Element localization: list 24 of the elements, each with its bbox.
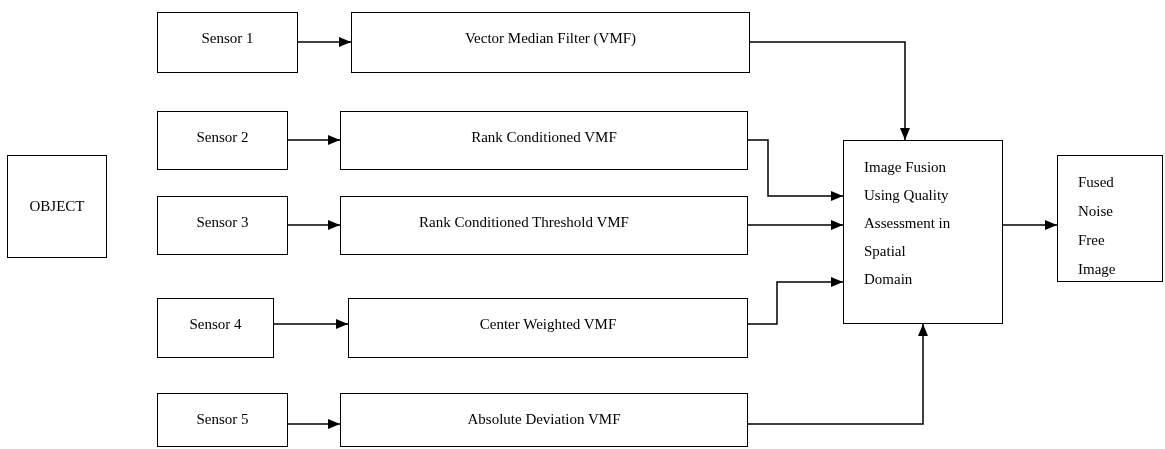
arrow: [749, 41, 910, 141]
sensor-box: Sensor 3: [157, 196, 288, 255]
arrow: [747, 220, 844, 230]
arrow: [1002, 220, 1058, 230]
arrow: [747, 277, 844, 325]
filter-box: Vector Median Filter (VMF): [351, 12, 750, 73]
filter-box: Absolute Deviation VMF: [340, 393, 748, 447]
arrow: [287, 419, 341, 429]
arrow: [297, 37, 352, 47]
arrow: [747, 139, 844, 201]
sensor-box: Sensor 1: [157, 12, 298, 73]
arrow: [273, 319, 349, 329]
arrow: [287, 220, 341, 230]
fusion-box: Image Fusion Using Quality Assessment in Spatial Domain: [843, 140, 1003, 324]
arrow: [287, 135, 341, 145]
sensor-box: Sensor 4: [157, 298, 274, 358]
sensor-box: Sensor 2: [157, 111, 288, 170]
output-box: Fused Noise Free Image: [1057, 155, 1163, 282]
filter-box: Rank Conditioned VMF: [340, 111, 748, 170]
object-box: OBJECT: [7, 155, 107, 258]
arrow: [747, 323, 928, 425]
filter-box: Center Weighted VMF: [348, 298, 748, 358]
filter-box: Rank Conditioned Threshold VMF: [340, 196, 748, 255]
sensor-box: Sensor 5: [157, 393, 288, 447]
